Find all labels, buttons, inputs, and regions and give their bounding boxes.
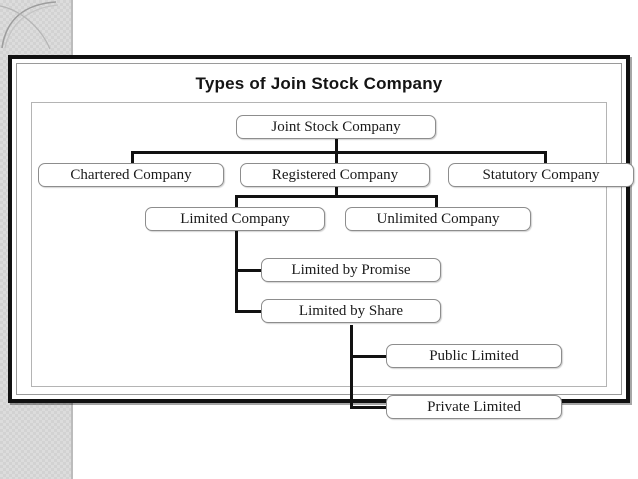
node-limited-by-share[interactable]: Limited by Share: [261, 299, 441, 323]
edge-joint-stub: [335, 139, 338, 153]
node-joint-stock-company[interactable]: Joint Stock Company: [236, 115, 436, 139]
node-limited-company[interactable]: Limited Company: [145, 207, 325, 231]
image-frame: Types of Join Stock Company: [8, 55, 634, 419]
edge-to-limited-by-share: [235, 310, 263, 313]
edge-to-unlimited: [435, 195, 438, 207]
node-statutory-company[interactable]: Statutory Company: [448, 163, 634, 187]
edge-to-registered: [335, 151, 338, 163]
edge-to-limited: [235, 195, 238, 207]
org-chart: Joint Stock Company Chartered Company Re…: [31, 102, 634, 419]
node-unlimited-company[interactable]: Unlimited Company: [345, 207, 531, 231]
edge-level2-bus: [235, 195, 438, 198]
page-curl-icon: [0, 0, 72, 50]
node-private-limited[interactable]: Private Limited: [386, 395, 562, 419]
edge-share-trunk: [350, 325, 353, 409]
node-registered-company[interactable]: Registered Company: [240, 163, 430, 187]
edge-to-chartered: [131, 151, 134, 163]
image-frame-inner: Types of Join Stock Company: [16, 63, 634, 419]
edge-to-limited-by-promise: [235, 269, 263, 272]
node-public-limited[interactable]: Public Limited: [386, 344, 562, 368]
edge-to-public-limited: [350, 355, 388, 358]
node-chartered-company[interactable]: Chartered Company: [38, 163, 224, 187]
org-chart-canvas: Joint Stock Company Chartered Company Re…: [32, 103, 634, 419]
edge-to-statutory: [544, 151, 547, 163]
node-limited-by-promise[interactable]: Limited by Promise: [261, 258, 441, 282]
edge-registered-stub: [335, 187, 338, 197]
edge-limited-trunk: [235, 231, 238, 313]
edge-level1-bus: [131, 151, 547, 154]
page-title: Types of Join Stock Company: [195, 74, 443, 93]
edge-to-private-limited: [350, 406, 388, 409]
